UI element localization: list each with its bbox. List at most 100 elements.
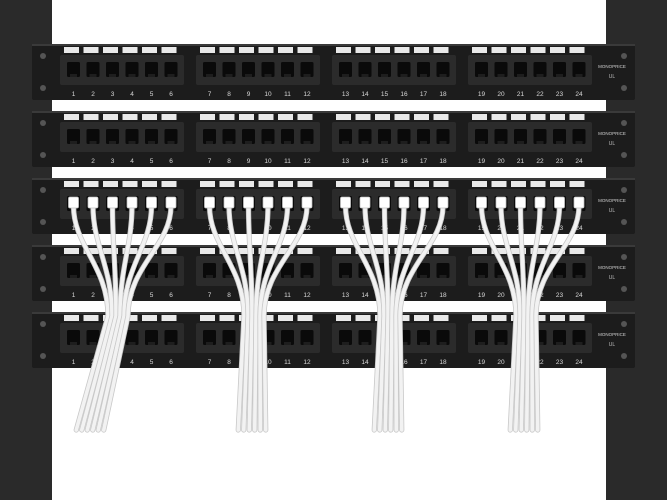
port-number-label: 11 xyxy=(284,292,291,299)
label-tab xyxy=(219,114,235,120)
port-number-label: 6 xyxy=(169,292,173,299)
label-tab xyxy=(472,114,487,120)
rj45-port-notch xyxy=(361,141,369,144)
patch-cable-bundle xyxy=(68,196,585,433)
mounting-hole xyxy=(40,85,46,91)
rj45-plug xyxy=(573,196,585,209)
label-tab xyxy=(394,248,410,254)
label-tab xyxy=(219,315,235,321)
rj45-port-notch xyxy=(89,74,97,77)
rj45-port-notch xyxy=(167,275,175,278)
port-number-label: 4 xyxy=(130,359,134,366)
label-tab xyxy=(64,47,79,53)
rj45-port xyxy=(358,330,372,345)
port-number-label: 20 xyxy=(497,158,505,165)
rj45-port-notch xyxy=(167,342,175,345)
rj45-port xyxy=(378,62,391,77)
label-tab xyxy=(83,114,99,120)
patch-cable xyxy=(398,204,445,432)
label-tab xyxy=(239,47,254,53)
rj45-port-notch xyxy=(342,74,349,77)
label-tab xyxy=(433,315,449,321)
rj45-plug xyxy=(340,196,351,209)
port-number-label: 12 xyxy=(303,158,311,165)
label-tab xyxy=(530,248,546,254)
label-tab xyxy=(414,114,429,120)
label-tab xyxy=(511,248,526,254)
port-number-label: 9 xyxy=(247,158,251,165)
port-number-label: 24 xyxy=(575,225,583,232)
label-tab xyxy=(103,181,118,187)
rj45-port-notch xyxy=(439,141,447,144)
mounting-hole xyxy=(621,53,627,59)
patch-cable xyxy=(246,204,254,432)
label-tab xyxy=(219,47,235,53)
rj45-port-notch xyxy=(225,342,233,345)
port-number-label: 16 xyxy=(400,158,408,165)
port-number-label: 22 xyxy=(536,91,544,98)
rj45-port xyxy=(397,62,411,77)
patch-panel-edge xyxy=(32,178,635,180)
rj45-port xyxy=(203,129,216,144)
label-tab xyxy=(239,114,254,120)
port-number-label: 23 xyxy=(556,359,564,366)
rj45-port-notch xyxy=(206,275,213,278)
patch-cable xyxy=(530,204,562,432)
rj45-plug xyxy=(495,196,507,209)
rj45-port-notch xyxy=(536,74,544,77)
rj45-port-notch xyxy=(556,342,563,345)
rj45-plug xyxy=(223,196,235,209)
mounting-hole xyxy=(621,152,627,158)
port-number-label: 7 xyxy=(208,225,212,232)
port-number-label: 23 xyxy=(556,292,564,299)
mounting-hole xyxy=(621,254,627,260)
port-number-label: 23 xyxy=(556,225,564,232)
rj45-port xyxy=(533,62,547,77)
port-number-label: 17 xyxy=(420,359,428,366)
rj45-port xyxy=(203,330,216,345)
label-tab xyxy=(472,47,487,53)
rj45-port-notch xyxy=(478,342,485,345)
port-number-label: 21 xyxy=(517,158,525,165)
mounting-hole xyxy=(40,152,46,158)
label-tab xyxy=(258,114,274,120)
port-number-label: 7 xyxy=(208,292,212,299)
mounting-hole xyxy=(40,219,46,225)
patch-cable xyxy=(343,204,382,432)
rj45-port-notch xyxy=(400,342,408,345)
label-tab xyxy=(375,114,390,120)
rj45-plug xyxy=(534,196,546,209)
rj45-port xyxy=(300,129,314,144)
port-number-label: 13 xyxy=(342,91,350,98)
rj45-port-notch xyxy=(70,342,77,345)
label-tab xyxy=(550,248,565,254)
rj45-plug xyxy=(204,196,215,209)
label-tab xyxy=(491,114,507,120)
label-tab xyxy=(433,47,449,53)
port-number-label: 6 xyxy=(169,91,173,98)
port-number-label: 11 xyxy=(284,359,291,366)
label-tab xyxy=(83,248,99,254)
label-tab xyxy=(297,114,313,120)
label-tab xyxy=(297,315,313,321)
rj45-port xyxy=(222,129,236,144)
rj45-plug xyxy=(262,196,274,209)
rj45-port-notch xyxy=(89,342,97,345)
label-tab xyxy=(550,315,565,321)
brand-label: MONOPRICE xyxy=(598,131,626,136)
rj45-port xyxy=(106,129,119,144)
port-number-label: 12 xyxy=(303,91,311,98)
port-number-label: 19 xyxy=(478,359,486,366)
patch-cable xyxy=(79,204,114,432)
label-tab xyxy=(550,114,565,120)
port-number-label: 6 xyxy=(169,359,173,366)
label-tab xyxy=(142,181,157,187)
rj45-port xyxy=(475,263,488,278)
label-tab xyxy=(491,47,507,53)
port-number-label: 1 xyxy=(72,158,76,165)
rj45-port-notch xyxy=(478,275,485,278)
label-tab xyxy=(122,181,138,187)
port-number-label: 19 xyxy=(478,158,486,165)
label-tab xyxy=(258,181,274,187)
rj45-port xyxy=(164,263,178,278)
